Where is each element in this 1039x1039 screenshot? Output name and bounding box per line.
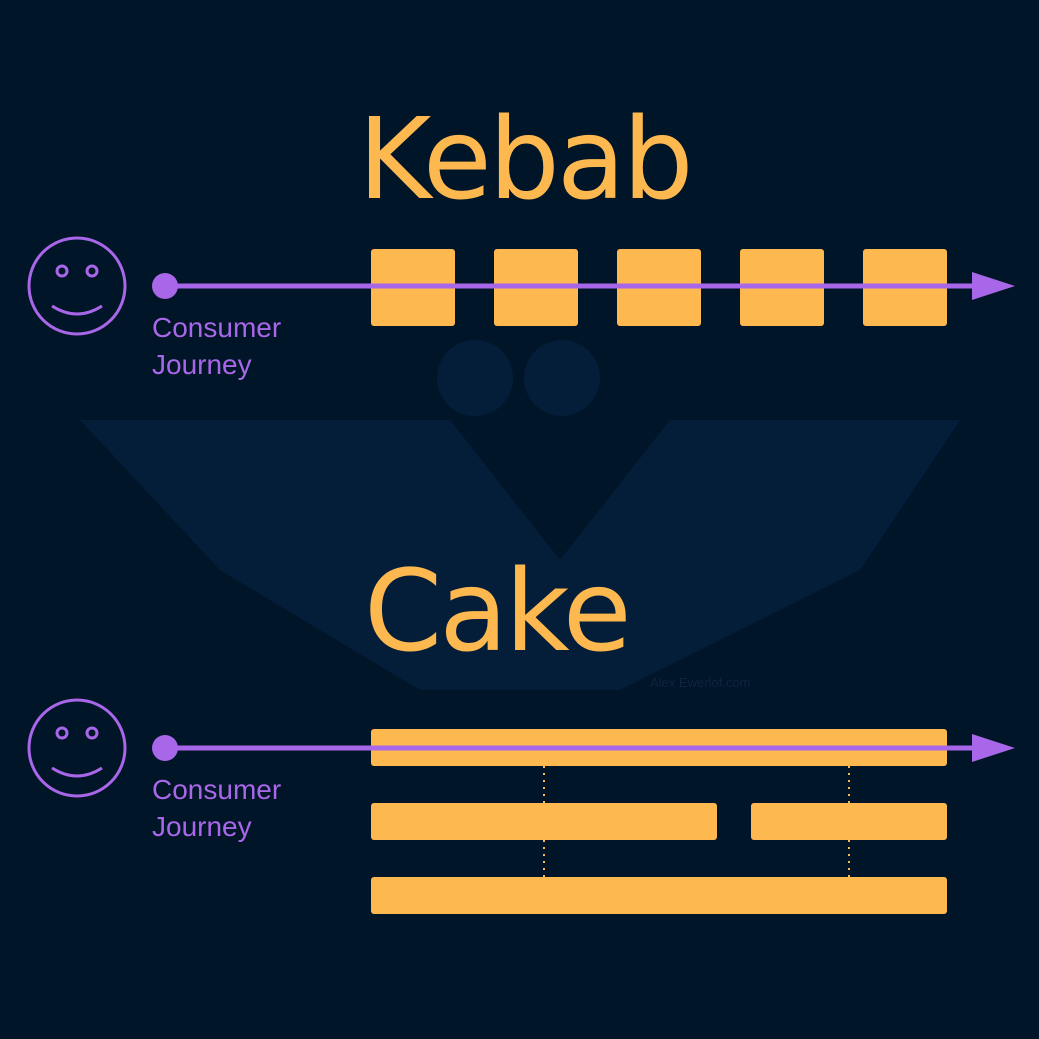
- cake-layers: [371, 729, 947, 914]
- cake-smiley-icon: [27, 698, 127, 798]
- kebab-journey-arrow: [152, 272, 1015, 300]
- cake-journey-label-line2: Journey: [152, 811, 252, 842]
- kebab-title: Kebab: [358, 95, 694, 225]
- kebab-smiley-icon: [27, 236, 127, 336]
- cake-layer-middle-left: [371, 803, 717, 840]
- watermark: Alex Ewerlof.com: [650, 675, 751, 690]
- cake-journey-arrow: [152, 734, 1015, 762]
- cake-title: Cake: [364, 547, 632, 677]
- kebab-journey-label-line1: Consumer: [152, 312, 282, 343]
- kebab-journey-label-line2: Journey: [152, 349, 252, 380]
- cake-journey-label-line1: Consumer: [152, 774, 282, 805]
- background-logo: [80, 340, 960, 690]
- cake-journey-label: Consumer Journey: [152, 771, 312, 845]
- kebab-journey-label: Consumer Journey: [152, 309, 312, 383]
- cake-layer-middle-right: [751, 803, 947, 840]
- cake-layer-bottom: [371, 877, 947, 914]
